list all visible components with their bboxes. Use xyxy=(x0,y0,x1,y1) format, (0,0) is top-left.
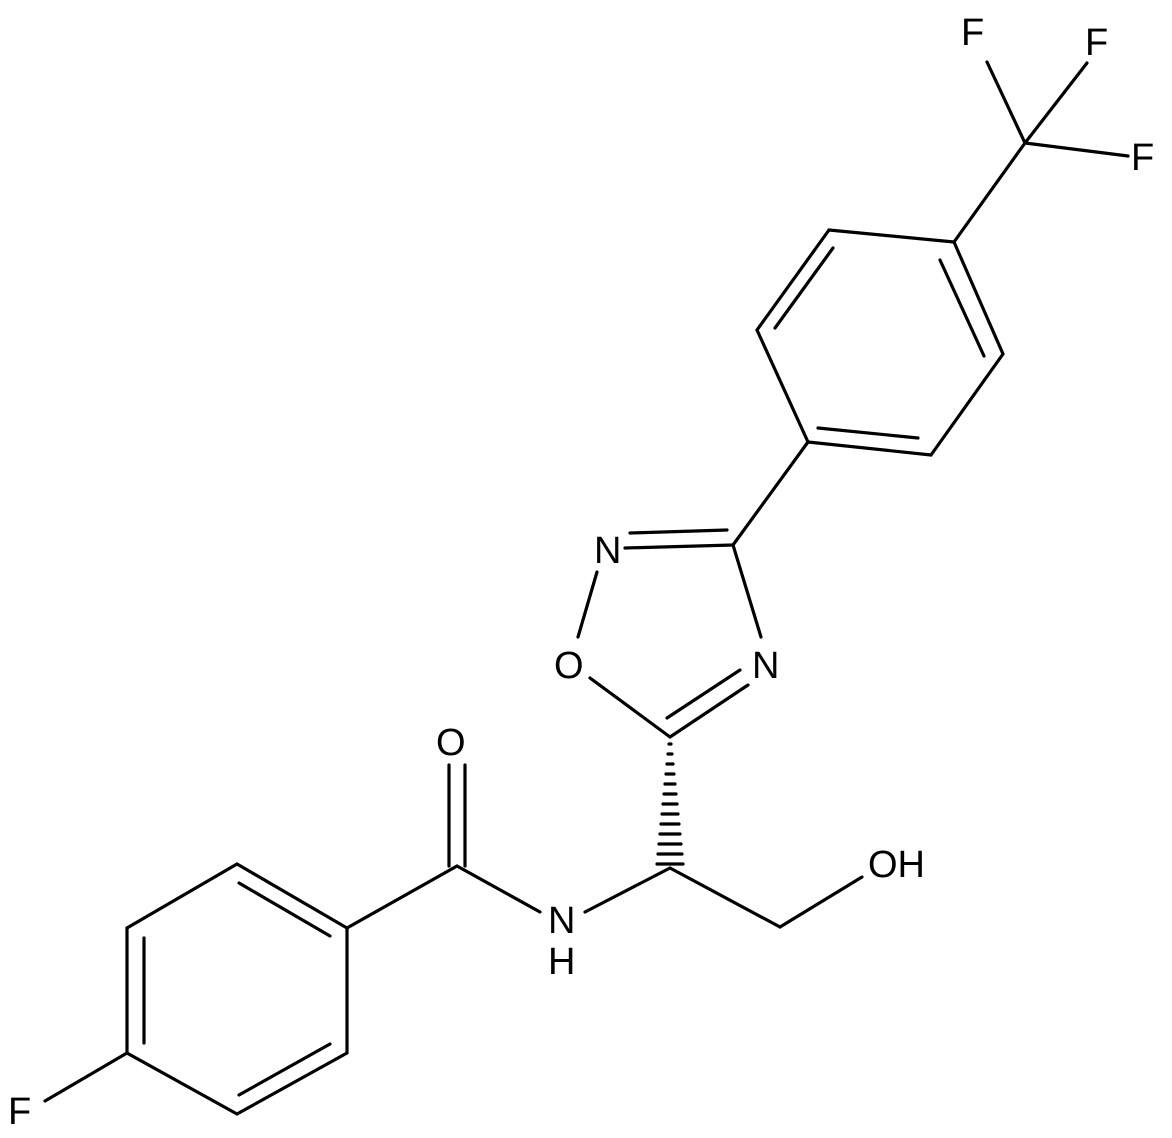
atom-label-oxygen: O xyxy=(554,645,584,687)
ring-bond-n4-c3 xyxy=(731,543,763,639)
atom-label-fluorine: F xyxy=(1131,137,1154,179)
ring-bond xyxy=(806,440,933,457)
ring-bond-n2-o1 xyxy=(576,570,599,639)
atom-label-nitrogen: N xyxy=(548,900,575,942)
atom-label-fluorine: F xyxy=(1085,22,1108,64)
ring-bond xyxy=(125,1051,239,1116)
ring-bond-c3-n2 xyxy=(623,543,735,550)
ring-bond xyxy=(952,240,1005,356)
ring-bond-o1-c5 xyxy=(588,676,672,739)
bond-chiral-nh xyxy=(583,866,672,914)
atom-label-hydroxyl: OH xyxy=(868,844,925,886)
bond-c-f-top-left xyxy=(985,60,1027,145)
ring-bond-inner xyxy=(816,426,920,440)
atom-label-nitrogen: N xyxy=(752,645,779,687)
hashed-wedge-bond xyxy=(655,742,685,866)
bond-c-f-top-right xyxy=(1023,61,1089,145)
side-chain xyxy=(455,864,864,929)
oxadiazole-ring xyxy=(576,528,763,739)
ring-bond-inner xyxy=(938,258,986,358)
fluorophenyl-ring xyxy=(43,862,349,1116)
amide-carbonyl xyxy=(345,763,467,930)
ring-bond xyxy=(755,228,831,332)
atom-label-nitrogen: N xyxy=(594,530,621,572)
bond-aryl-oxadiazole xyxy=(731,440,810,547)
ring-bond xyxy=(827,228,956,244)
ring-bond xyxy=(755,328,810,444)
ring-bond-c3-n2-inner xyxy=(628,528,729,535)
ring-bond xyxy=(235,1051,349,1116)
atom-label-fluorine: F xyxy=(8,1091,31,1133)
ring-bond-inner xyxy=(237,1042,332,1097)
bond-nh-carbonyl-c xyxy=(455,864,542,914)
trifluoromethylphenyl-ring xyxy=(731,228,1005,547)
bond-ch2-oh xyxy=(778,875,864,929)
atom-label-hydrogen: H xyxy=(548,941,575,983)
ring-bond xyxy=(125,862,239,930)
bond-chiral-ch2 xyxy=(668,866,782,929)
ring-bond-c5-n4-inner xyxy=(665,668,742,720)
bond-carbonyl-aryl xyxy=(345,864,459,930)
bond-aryl-f xyxy=(43,1051,129,1103)
ring-bond xyxy=(929,352,1005,457)
atom-label-oxygen: O xyxy=(436,722,466,764)
atom-label-fluorine: F xyxy=(961,12,984,54)
ring-bond-c5-n4 xyxy=(668,683,750,739)
bond-cf3-aryl xyxy=(952,141,1027,244)
ring-bond xyxy=(235,862,349,930)
ring-bond-inner xyxy=(773,246,835,330)
trifluoromethyl-group xyxy=(952,60,1130,244)
ring-bond-inner xyxy=(237,881,332,938)
bond-c-f-right xyxy=(1023,141,1130,158)
